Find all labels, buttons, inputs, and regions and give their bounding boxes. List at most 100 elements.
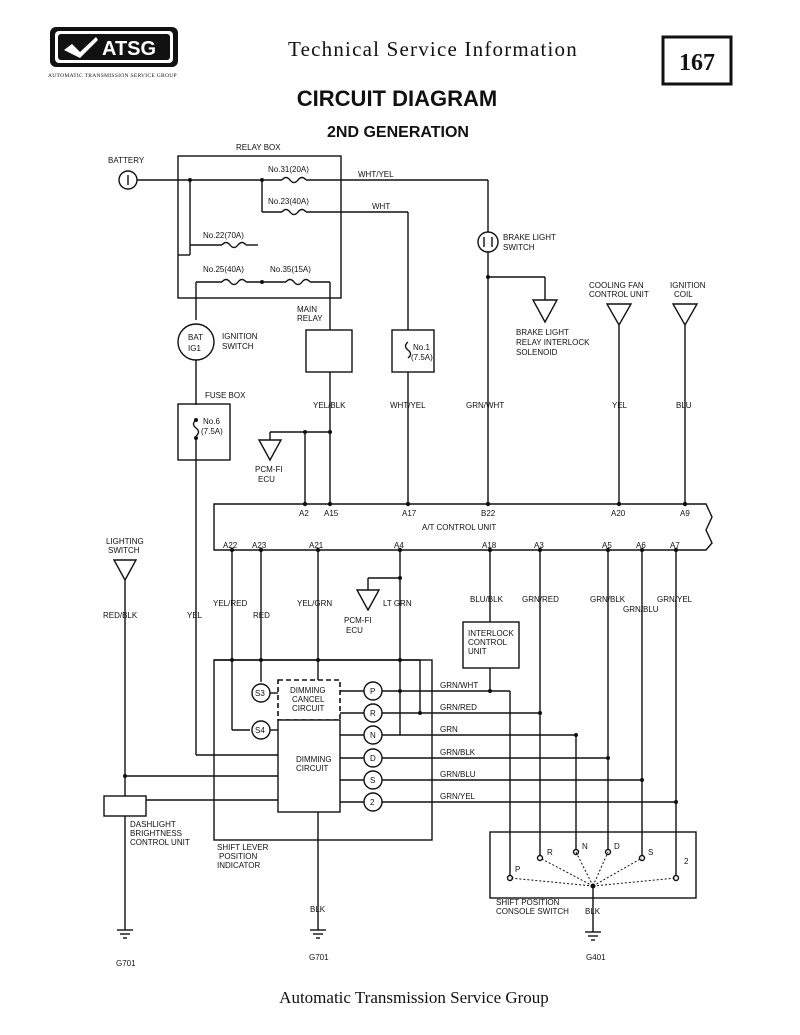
dimming-circuit-label-2: CIRCUIT xyxy=(296,764,329,773)
checkmark-icon xyxy=(64,37,98,58)
wire-grn-wht-b22: GRN/WHT xyxy=(466,401,504,410)
ignition-switch: BAT IG1 IGNITION SWITCH xyxy=(177,323,258,361)
battery: BATTERY xyxy=(108,156,145,190)
wire-r-grn-red: GRN/RED xyxy=(440,703,477,712)
shift-indicator-label-2: POSITION xyxy=(219,852,257,861)
fuse-box-label: FUSE BOX xyxy=(205,391,246,400)
indicator-positions: P R N D S 2 xyxy=(340,681,383,812)
dashlight-brightness-control-unit: DASHLIGHT BRIGHTNESS CONTROL UNIT xyxy=(103,795,190,847)
page-number-box: 167 xyxy=(661,35,733,86)
wire-grn-yel-a7: GRN/YEL xyxy=(657,595,693,604)
pin-a6: A6 xyxy=(636,541,646,550)
console-switch-label-1: SHIFT POSITION xyxy=(496,898,560,907)
console-s: S xyxy=(648,848,653,857)
brake-solenoid-label-3: SOLENOID xyxy=(516,348,558,357)
indicator-2: 2 xyxy=(370,798,375,807)
relay-box: RELAY BOX xyxy=(177,143,342,299)
wire-blu-blk: BLU/BLK xyxy=(470,595,504,604)
pin-a7: A7 xyxy=(670,541,680,550)
console-d: D xyxy=(614,842,620,851)
interlock-label-2: CONTROL xyxy=(468,638,508,647)
interlock-label-1: INTERLOCK xyxy=(468,629,514,638)
indicator-n: N xyxy=(370,731,376,740)
ignition-coil: IGNITION COIL xyxy=(670,281,706,327)
wire-yel-red: YEL/RED xyxy=(213,599,247,608)
wire-p-grn-wht: GRN/WHT xyxy=(440,681,478,690)
console-r: R xyxy=(547,848,553,857)
fuse-25-symbol xyxy=(221,278,247,286)
interlock-label-3: UNIT xyxy=(468,647,487,656)
fuse-23-symbol xyxy=(281,208,307,216)
wire-yel-left: YEL xyxy=(187,611,203,620)
console-p: P xyxy=(515,865,520,874)
ground-3: G401 xyxy=(585,931,606,962)
at-control-unit: A/T CONTROL UNIT xyxy=(213,503,713,551)
wire-2-grn-yel: GRN/YEL xyxy=(440,792,476,801)
pin-a3: A3 xyxy=(534,541,544,550)
ign-switch-label-2: SWITCH xyxy=(222,342,254,351)
ground-3-label: G401 xyxy=(586,953,606,962)
cooling-fan-control-unit: COOLING FAN CONTROL UNIT xyxy=(589,281,649,327)
pin-b22: B22 xyxy=(481,509,496,518)
fuse-box: FUSE BOX No.6 (7.5A) xyxy=(177,391,246,461)
dimming-cancel-label-3: CIRCUIT xyxy=(292,704,325,713)
fuse-6-label-2: (7.5A) xyxy=(201,427,223,436)
sensor-s3-label: S3 xyxy=(255,689,265,698)
wire-red: RED xyxy=(253,611,270,620)
interlock-control-unit: INTERLOCK CONTROL UNIT xyxy=(462,621,520,669)
cooling-fan-label-1: COOLING FAN xyxy=(589,281,644,290)
pin-a17: A17 xyxy=(402,509,417,518)
dash-control-label-1: DASHLIGHT xyxy=(130,820,176,829)
logo-tagline: AUTOMATIC TRANSMISSION SERVICE GROUP xyxy=(48,73,177,79)
page-title: CIRCUIT DIAGRAM xyxy=(297,86,497,111)
wire-yel-blk: YEL/BLK xyxy=(313,401,346,410)
shift-indicator-label-3: INDICATOR xyxy=(217,861,260,870)
fuse-31-symbol xyxy=(281,176,307,184)
pcm-fi-ecu-2: PCM-FI ECU xyxy=(344,589,381,635)
wire-grn-red-a3: GRN/RED xyxy=(522,595,559,604)
brake-switch-label-2: SWITCH xyxy=(503,243,535,252)
dimming-circuit-label-1: DIMMING xyxy=(296,755,332,764)
ign-bat-label: BAT xyxy=(188,333,203,342)
sensor-s4-label: S4 xyxy=(255,726,265,735)
wire-grn-blk-a5: GRN/BLK xyxy=(590,595,626,604)
indicator-p: P xyxy=(370,687,375,696)
ground-1-label: G701 xyxy=(116,959,136,968)
fuse-25-label: No.25(40A) xyxy=(203,265,244,274)
pin-a2: A2 xyxy=(299,509,309,518)
shift-indicator-label-1: SHIFT LEVER xyxy=(217,843,269,852)
wire-grn-blu-a6: GRN/BLU xyxy=(623,605,659,614)
fuse-6-label-1: No.6 xyxy=(203,417,220,426)
indicator-d: D xyxy=(370,754,376,763)
console-n: N xyxy=(582,842,588,851)
dimming-cancel-circuit: DIMMING CANCEL CIRCUIT xyxy=(277,679,341,721)
pin-a4: A4 xyxy=(394,541,404,550)
pin-a5: A5 xyxy=(602,541,612,550)
pin-a21: A21 xyxy=(309,541,324,550)
at-top-pins: A2 A15 A17 B22 A20 A9 xyxy=(299,501,690,518)
pin-a9: A9 xyxy=(680,509,690,518)
page-number: 167 xyxy=(679,50,715,76)
fuse-35-label: No.35(15A) xyxy=(270,265,311,274)
dimming-cancel-label-2: CANCEL xyxy=(292,695,325,704)
service-info-heading: Technical Service Information xyxy=(288,37,578,61)
logo-text: ATSG xyxy=(102,38,156,60)
wire-s-grn-blu: GRN/BLU xyxy=(440,770,476,779)
brake-light-switch: BRAKE LIGHT SWITCH xyxy=(477,231,556,253)
fuse-31-label: No.31(20A) xyxy=(268,165,309,174)
sensor-s4: S4 xyxy=(251,720,271,740)
ground-1: G701 xyxy=(116,929,136,968)
wire-yel-grn: YEL/GRN xyxy=(297,599,332,608)
fuse-1-label-1: No.1 xyxy=(413,343,430,352)
indicator-s: S xyxy=(370,776,375,785)
wire-wht-yel-top: WHT/YEL xyxy=(358,170,394,179)
ign-ig1-label: IG1 xyxy=(188,344,201,353)
dimming-cancel-label-1: DIMMING xyxy=(290,686,326,695)
pcm-fi-ecu-1: PCM-FI ECU xyxy=(255,432,283,484)
atsg-logo: ATSG AUTOMATIC TRANSMISSION SERVICE GROU… xyxy=(48,27,178,79)
lighting-switch-label-1: LIGHTING xyxy=(106,537,144,546)
brake-interlock-solenoid: BRAKE LIGHT RELAY INTERLOCK SOLENOID xyxy=(516,299,590,357)
at-bottom-pins: A22 A23 A21 A4 A18 A3 A5 A6 A7 xyxy=(223,541,680,553)
wire-n-grn: GRN xyxy=(440,725,458,734)
wire-red-blk: RED/BLK xyxy=(103,611,138,620)
